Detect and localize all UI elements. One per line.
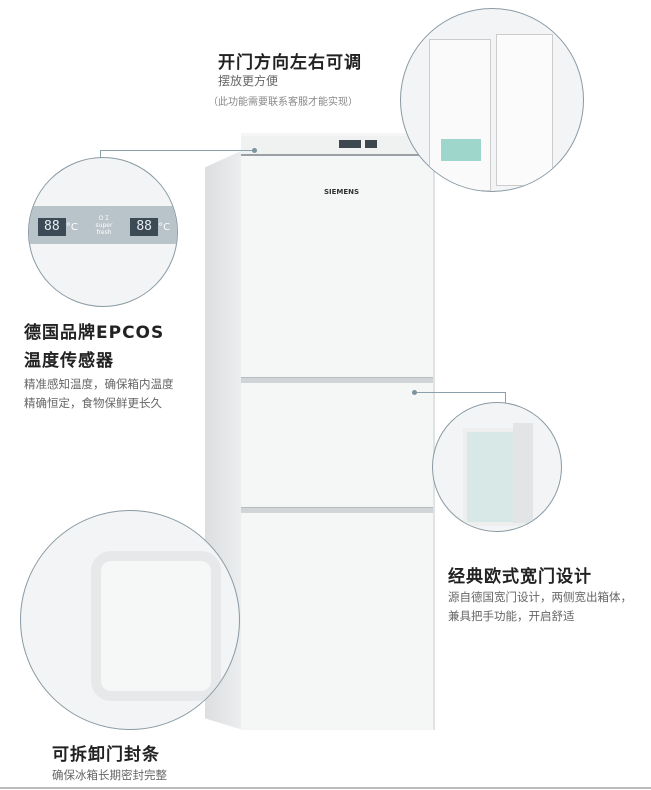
feature-desc-wide-door-1: 源自德国宽门设计，两侧宽出箱体， bbox=[448, 590, 632, 604]
bottom-divider bbox=[0, 787, 651, 789]
feature-title-sensor-2: 温度传感器 bbox=[24, 351, 114, 371]
brand-logo: SIEMENS bbox=[324, 188, 360, 196]
feature-title-sensor-1: 德国品牌EPCOS bbox=[24, 323, 165, 343]
feature-title-wide-door: 经典欧式宽门设计 bbox=[448, 567, 592, 587]
door-seal-image bbox=[20, 510, 240, 730]
feature-title-seal: 可拆卸门封条 bbox=[52, 745, 160, 765]
feature-desc-sensor-1: 精准感知温度，确保箱内温度 bbox=[24, 377, 174, 391]
feature-desc-seal: 确保冰箱长期密封完整 bbox=[52, 768, 167, 782]
feature-title-door: 开门方向左右可调 bbox=[218, 53, 362, 73]
door-seam-2 bbox=[241, 507, 433, 513]
feature-desc-sensor-2: 精确恒定，食物保鲜更长久 bbox=[24, 396, 162, 410]
control-strip bbox=[241, 136, 433, 156]
wide-door-image bbox=[432, 402, 562, 532]
open-fridge-image bbox=[400, 8, 584, 192]
temp-display-left: 88 bbox=[37, 217, 66, 236]
door-seam-1 bbox=[241, 377, 433, 383]
temp-display-right: 88 bbox=[130, 217, 159, 236]
fridge-front bbox=[241, 133, 435, 730]
feature-desc-wide-door-2: 兼具把手功能，开启舒适 bbox=[448, 609, 575, 623]
feature-desc-door: 摆放更方便 bbox=[218, 74, 279, 88]
feature-note-door: （此功能需要联系客服才能实现） bbox=[208, 97, 358, 108]
